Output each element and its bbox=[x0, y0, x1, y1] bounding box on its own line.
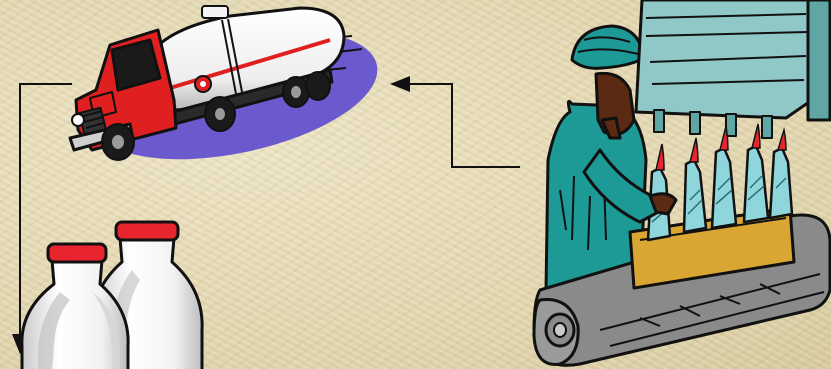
bottling-factory-icon bbox=[534, 0, 830, 365]
bottle-cap bbox=[116, 222, 178, 240]
arrow-factory-to-truck bbox=[392, 84, 520, 167]
bottle-cap bbox=[48, 244, 106, 262]
milk-bottles-icon bbox=[22, 222, 202, 369]
milk-truck-icon bbox=[70, 6, 389, 182]
hair-net bbox=[572, 26, 644, 68]
